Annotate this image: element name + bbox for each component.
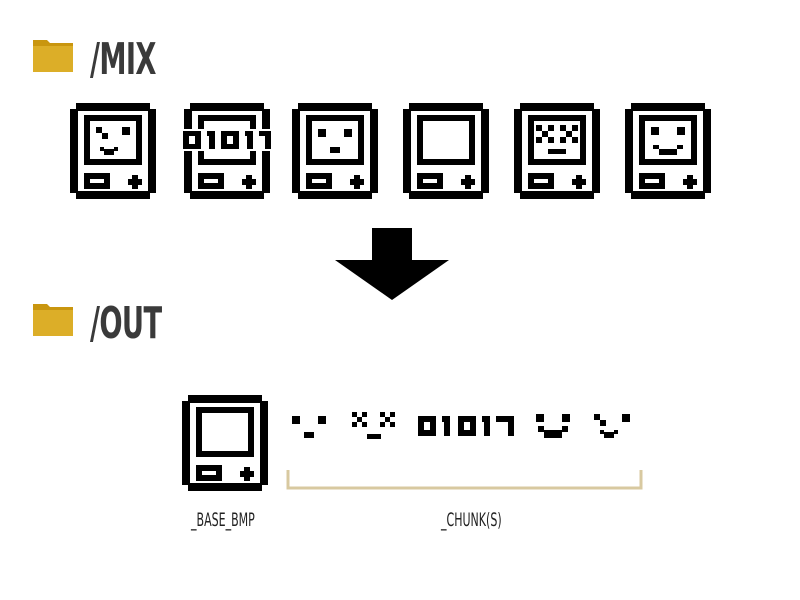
device-face-smile-icon	[625, 103, 711, 199]
smile-chunk-icon	[536, 414, 570, 438]
chunks-caption: _CHUNK(S)	[441, 509, 502, 531]
device-face-wink-icon	[70, 103, 156, 199]
binary-chunk-icon	[418, 416, 514, 436]
device-face-dead-icon	[514, 103, 600, 199]
device-binary-icon	[181, 103, 273, 199]
dead-chunk-icon	[352, 412, 395, 439]
mix-title: /MIX	[90, 34, 156, 85]
device-face-neutral-icon	[292, 103, 378, 199]
out-folder-icon	[33, 304, 73, 336]
base-bmp-caption: _BASE_BMP	[191, 509, 255, 531]
down-arrow-icon	[335, 228, 449, 300]
neutral-chunk-icon	[292, 416, 326, 438]
device-blank-icon	[403, 103, 489, 199]
out-title: /OUT	[90, 298, 162, 349]
wink-chunk-icon	[594, 414, 630, 438]
chunks-bracket	[286, 470, 643, 490]
base-bmp-device-icon	[182, 395, 268, 491]
mix-folder-icon	[33, 40, 73, 72]
